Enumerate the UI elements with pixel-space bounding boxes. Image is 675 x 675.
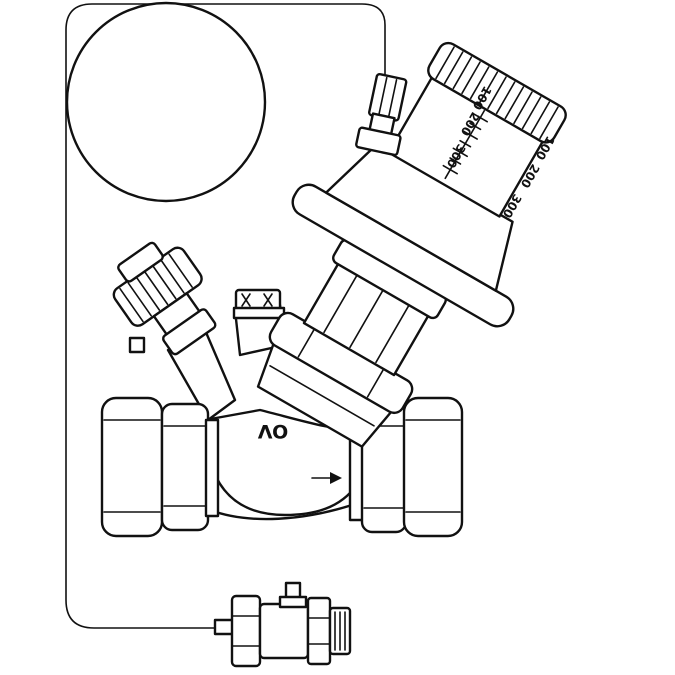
top-plug — [232, 288, 286, 320]
left-union — [100, 396, 220, 538]
regulator-assembly: 100 200 300 100 200 300 — [256, 41, 567, 448]
capillary-connector — [355, 72, 408, 157]
shut-off-handwheel — [112, 241, 217, 356]
capillary-tube — [65, 3, 386, 629]
detail-circle — [65, 1, 267, 203]
body-marking: OV — [258, 420, 289, 442]
flow-arrow-icon — [311, 472, 342, 484]
measuring-nipple — [213, 581, 352, 668]
